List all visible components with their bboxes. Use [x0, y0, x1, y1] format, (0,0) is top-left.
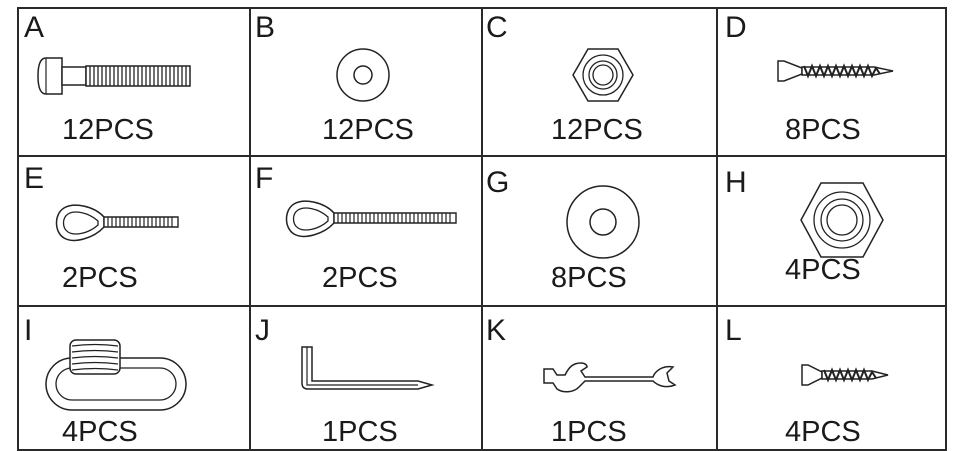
divider	[716, 9, 718, 449]
part-qty-g: 8PCS	[551, 262, 627, 294]
divider	[481, 9, 483, 449]
part-qty-a: 12PCS	[62, 114, 154, 146]
part-letter-d: D	[725, 11, 747, 44]
large-washer-icon	[563, 184, 643, 260]
part-letter-e: E	[24, 162, 45, 195]
part-qty-b: 12PCS	[322, 114, 414, 146]
long-eye-bolt-icon	[282, 196, 462, 242]
part-letter-h: H	[725, 166, 747, 199]
part-qty-l: 4PCS	[785, 416, 861, 448]
allen-key-icon	[300, 345, 436, 393]
divider	[249, 9, 251, 449]
part-qty-f: 2PCS	[322, 262, 398, 294]
bolt-icon	[36, 52, 196, 100]
wood-screw-icon	[776, 58, 896, 84]
divider	[19, 155, 945, 157]
quick-link-icon	[42, 338, 192, 414]
small-wood-screw-icon	[800, 362, 890, 388]
part-letter-f: F	[255, 162, 274, 195]
part-letter-b: B	[255, 11, 276, 44]
hex-nut-icon	[571, 43, 635, 107]
part-letter-l: L	[725, 314, 742, 347]
small-washer-icon	[333, 45, 393, 105]
part-qty-j: 1PCS	[322, 416, 398, 448]
part-letter-i: I	[24, 314, 33, 347]
part-letter-c: C	[486, 11, 508, 44]
part-letter-a: A	[24, 11, 45, 44]
part-qty-h: 4PCS	[785, 254, 861, 286]
part-letter-g: G	[486, 166, 510, 199]
wrench-icon	[541, 359, 677, 395]
part-qty-c: 12PCS	[551, 114, 643, 146]
large-hex-nut-icon	[799, 180, 885, 260]
part-qty-e: 2PCS	[62, 262, 138, 294]
divider	[19, 305, 945, 307]
part-qty-d: 8PCS	[785, 114, 861, 146]
short-eye-bolt-icon	[52, 200, 182, 246]
part-qty-k: 1PCS	[551, 416, 627, 448]
part-letter-j: J	[255, 314, 270, 347]
part-qty-i: 4PCS	[62, 416, 138, 448]
part-letter-k: K	[486, 314, 507, 347]
